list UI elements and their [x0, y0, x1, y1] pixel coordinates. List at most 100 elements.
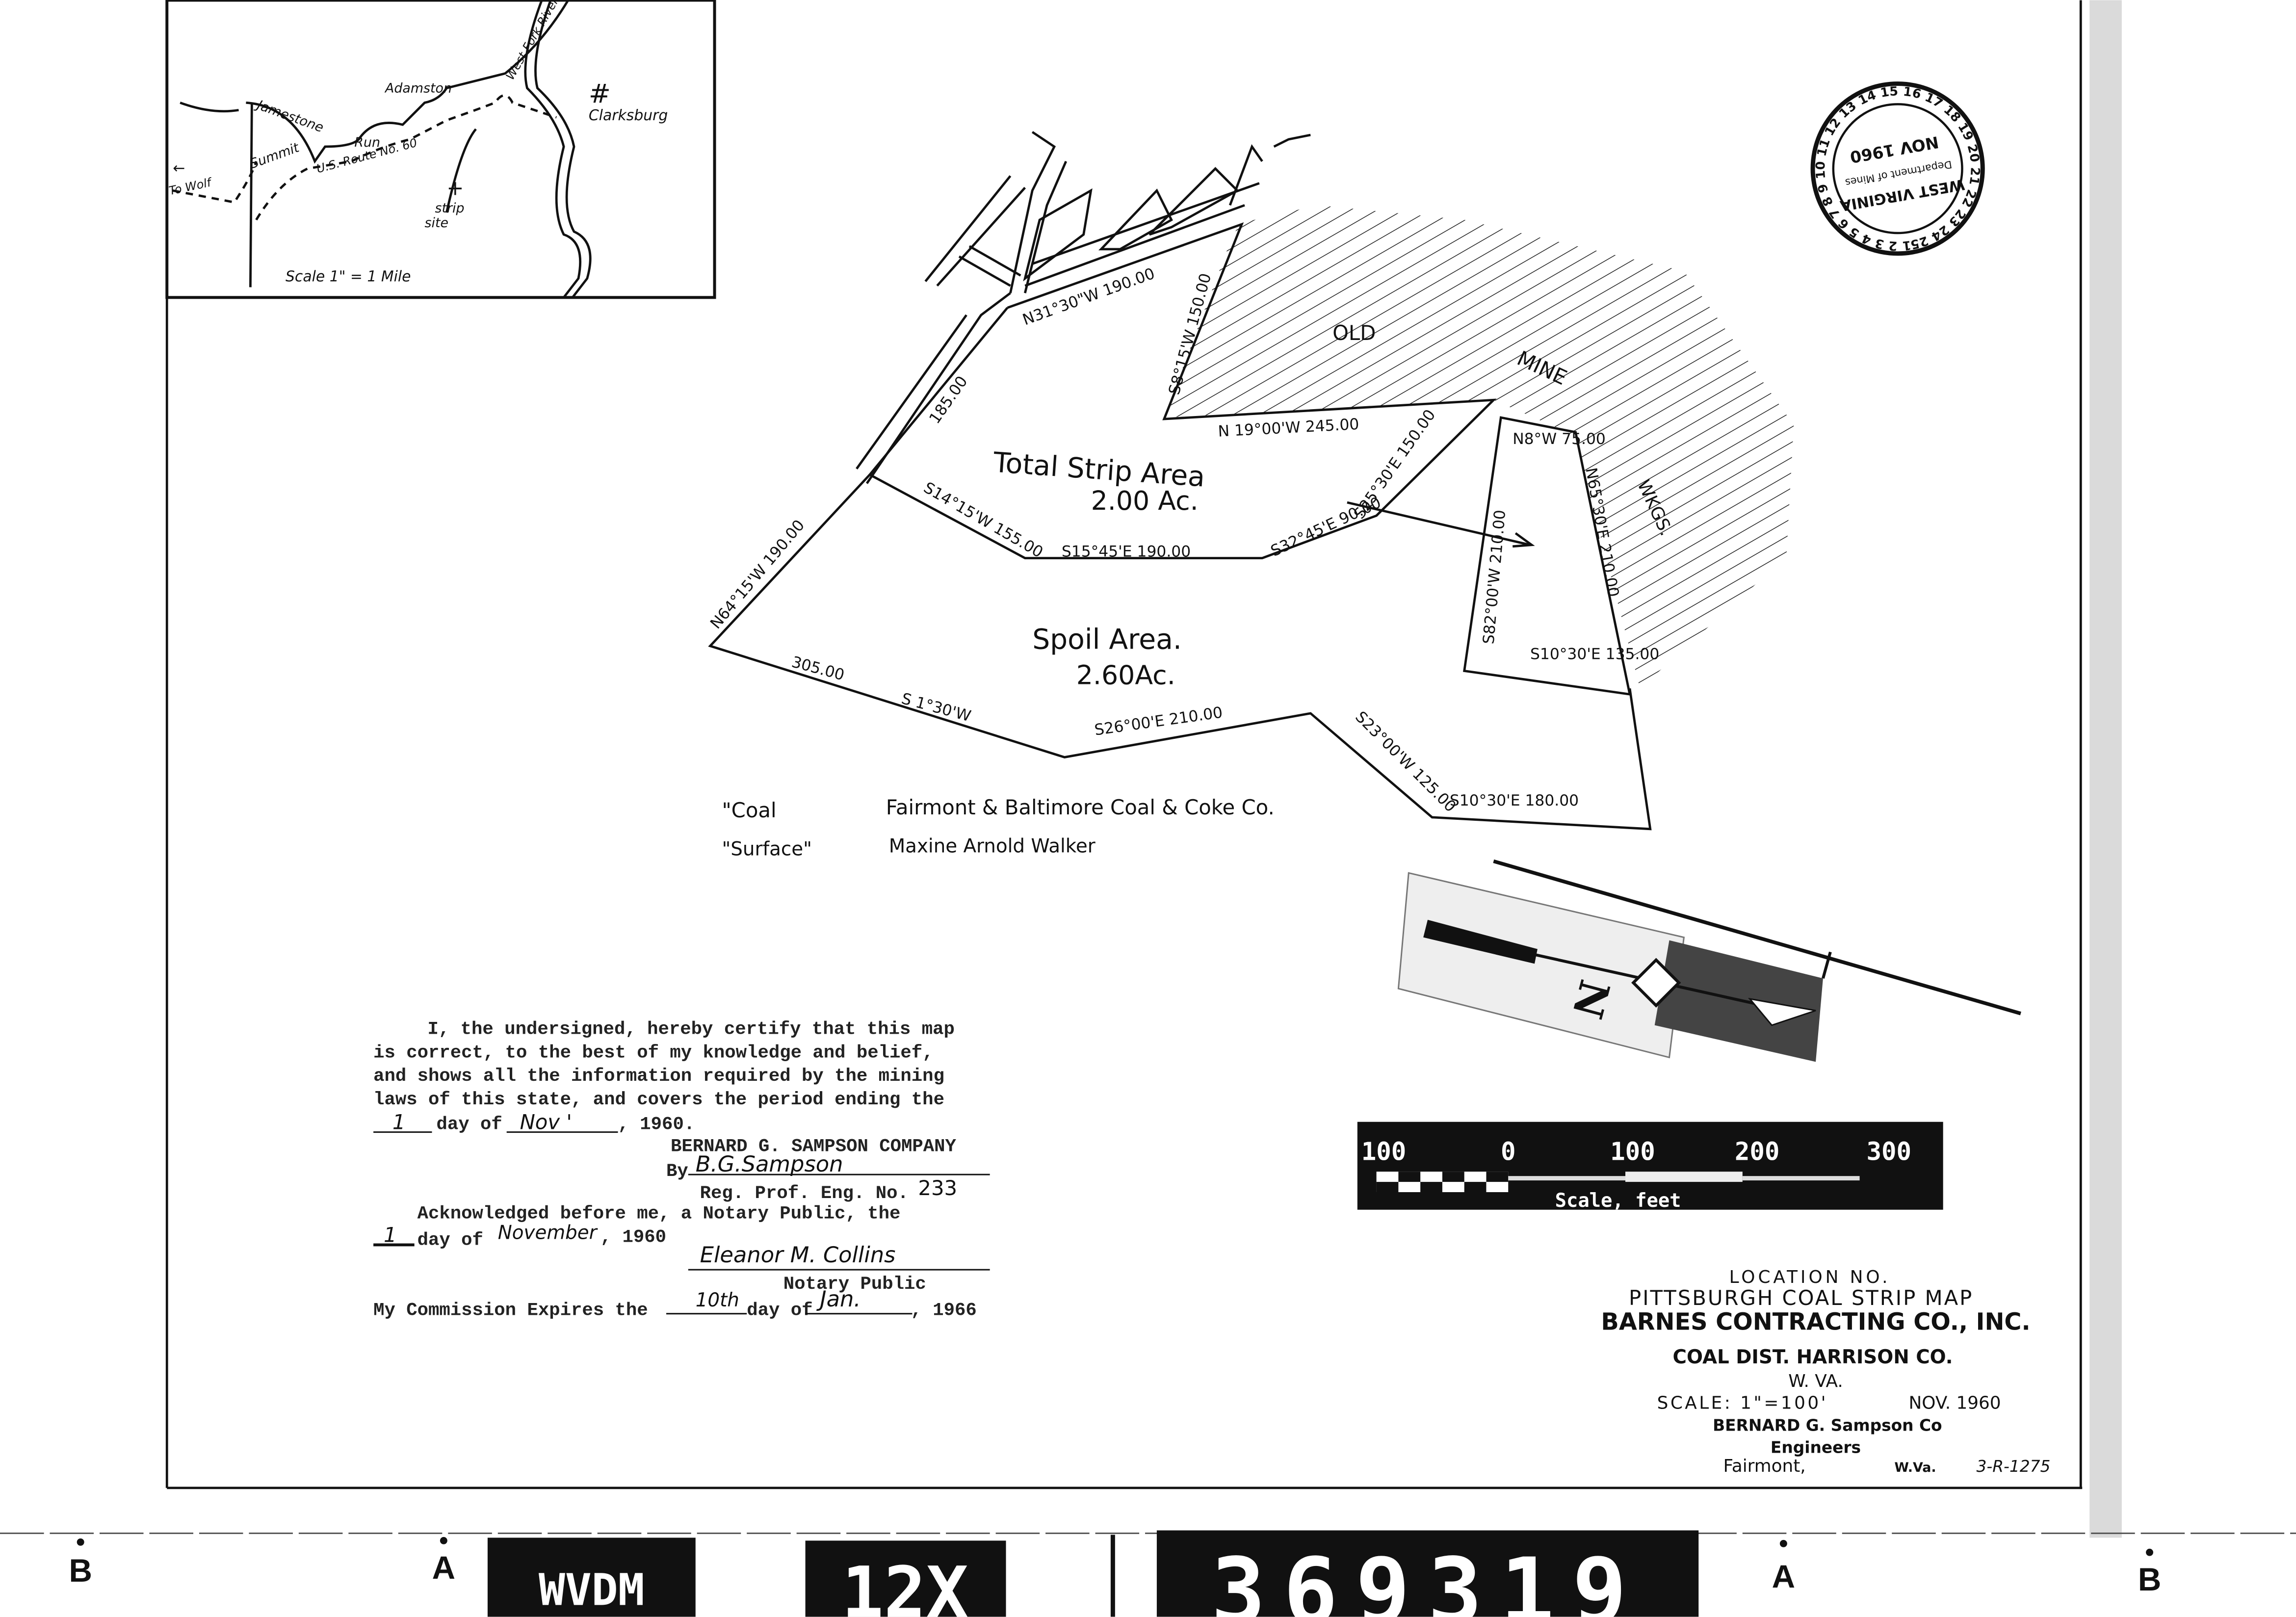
file-number: 3-R-1275 — [1976, 1457, 2050, 1476]
archive-box — [487, 1538, 696, 1617]
total-strip-area-value: 2.00 Ac. — [1091, 485, 1199, 516]
engineer-firm: BERNARD G. Sampson Co — [1713, 1416, 1942, 1434]
place-strip: strip — [435, 201, 464, 216]
strip-area-boundary — [868, 222, 1497, 560]
ack-month: November — [498, 1222, 598, 1244]
city: Fairmont, — [1723, 1456, 1805, 1476]
town-hash-icon: # — [589, 78, 611, 109]
spoil-area-value: 2.60Ac. — [1076, 659, 1175, 690]
inset-location-map: + Jamestone Summit Run U.S. Route No. 60… — [165, 0, 716, 299]
scale-tick-label: 100 — [1610, 1137, 1655, 1166]
reduction-ratio: 12X — [841, 1552, 968, 1617]
surface-owner-label: "Surface" — [722, 838, 811, 861]
arrow-left-icon: ← — [173, 160, 185, 177]
edge-mark-a: A — [1772, 1559, 1795, 1594]
streets — [856, 131, 1311, 484]
route-60-path — [255, 94, 557, 221]
place-run: Run — [354, 135, 380, 150]
surface-owner-name: Maxine Arnold Walker — [889, 835, 1096, 858]
north-arrow: N — [1397, 859, 2021, 1062]
coal-owner-name: Fairmont & Baltimore Coal & Coke Co. — [886, 795, 1275, 819]
edge-mark-b: B — [69, 1553, 92, 1589]
commission-year: , 1966 — [911, 1301, 976, 1321]
bearing-label: S10°30'E 135.00 — [1530, 646, 1659, 663]
commission-day: 10th — [696, 1289, 739, 1311]
ack-day-of: day of — [417, 1230, 483, 1251]
bearing-label: N64°15'W 190.00 — [707, 517, 808, 632]
engineers-label: Engineers — [1771, 1438, 1861, 1457]
reg-number: 233 — [918, 1176, 957, 1200]
coal-owner-label: "Coal — [722, 798, 776, 822]
sheet-border — [165, 0, 2122, 1538]
bearing-label: S26°00'E 210.00 — [1094, 704, 1224, 739]
old-mine-workings-hatch — [1164, 205, 1794, 689]
company-name: BARNES CONTRACTING CO., INC. — [1601, 1309, 2030, 1336]
notch-boundary — [1462, 416, 1631, 696]
cert-line: laws of this state, and covers the perio… — [373, 1090, 944, 1110]
scan-edge-noise — [2089, 0, 2122, 1538]
cert-company: BERNARD G. SAMPSON COMPANY — [671, 1136, 957, 1157]
ack-year: , 1960 — [600, 1227, 666, 1248]
frame-number-box — [1156, 1530, 1699, 1617]
ack-day: 1 — [384, 1223, 397, 1247]
bearing-label: S32°45'E 90.00 — [1268, 494, 1384, 560]
engineer-signature: B.G.Sampson — [696, 1151, 843, 1177]
reference-arrow — [1347, 501, 1531, 547]
edge-mark-a: A — [432, 1550, 455, 1586]
cert-year: , 1960. — [618, 1115, 695, 1135]
scale-tick-label: 200 — [1735, 1137, 1780, 1166]
place-clarksburg: Clarksburg — [589, 107, 668, 124]
cert-by: By — [666, 1161, 688, 1182]
spoil-area-boundary — [708, 473, 1652, 831]
bearing-label: S14°15'W 155.00 — [920, 479, 1046, 561]
ack-line: Acknowledged before me, a Notary Public,… — [417, 1204, 901, 1225]
cert-line: is correct, to the best of my knowledge … — [373, 1043, 933, 1063]
district: COAL DIST. HARRISON CO. — [1673, 1346, 1953, 1368]
graphic-scale-bar: 100 0 100 200 300 Scale, feet — [1357, 1121, 1943, 1212]
place-summit: Summit — [248, 140, 302, 172]
bearing-label: S15°45'E 190.00 — [1062, 543, 1191, 561]
title-block: LOCATION NO. PITTSBURGH COAL STRIP MAP B… — [1601, 1267, 2050, 1476]
strip-site-cross: + — [446, 176, 464, 200]
state: W. VA. — [1788, 1371, 1843, 1391]
cert-line: and shows all the information required b… — [373, 1066, 944, 1087]
bearing-label: N8°W 75.00 — [1513, 430, 1606, 448]
scale-caption: Scale, feet — [1555, 1190, 1681, 1212]
frame-number: 369319 — [1211, 1538, 1644, 1617]
bearing-label: S10°30'E 180.00 — [1450, 792, 1579, 809]
archive-code: WVDM — [539, 1565, 645, 1616]
place-west-fork-river: West Fork River — [503, 0, 562, 82]
notary-signature: Eleanor M. Collins — [700, 1242, 896, 1268]
north-line — [249, 103, 253, 287]
bearing-label: N 19°00'W 245.00 — [1218, 416, 1359, 441]
cert-line: I, the undersigned, hereby certify that … — [428, 1019, 955, 1040]
scale-tick-label: 100 — [1361, 1137, 1407, 1166]
cert-day: 1 — [392, 1110, 406, 1134]
map-title: PITTSBURGH COAL STRIP MAP — [1629, 1286, 1973, 1310]
surveyor-certification: I, the undersigned, hereby certify that … — [373, 1019, 990, 1321]
map-scale: SCALE: 1"=100' — [1657, 1393, 1828, 1413]
jamestone-run-path — [246, 0, 570, 164]
reg-label: Reg. Prof. Eng. No. — [700, 1183, 909, 1204]
scale-tick-label: 300 — [1866, 1137, 1911, 1166]
cert-day-of: day of — [436, 1115, 502, 1135]
old-mine-label: OLD — [1332, 321, 1376, 345]
commission-label: My Commission Expires the — [373, 1301, 648, 1321]
spoil-area-label: Spoil Area. — [1032, 624, 1182, 656]
inset-scale: Scale 1" = 1 Mile — [286, 268, 411, 286]
location-number: LOCATION NO. — [1729, 1267, 1891, 1287]
city-state: W.Va. — [1894, 1460, 1936, 1475]
stamp-date: NOV 1960 — [1849, 132, 1940, 166]
notary-label: Notary Public — [783, 1274, 926, 1295]
west-fork-river — [524, 0, 582, 298]
bearing-label: S 1°30'W — [900, 690, 973, 725]
place-site: site — [425, 215, 449, 231]
commission-month: Jan. — [816, 1286, 861, 1312]
department-of-mines-stamp: WEST VIRGINIA Department of Mines NOV 19… — [1799, 0, 2296, 361]
plat-drawing: Total Strip Area 2.00 Ac. Spoil Area. 2.… — [707, 131, 1794, 861]
place-adamston: Adamston — [384, 80, 452, 96]
commission-day-of: day of — [747, 1301, 812, 1321]
map-date: NOV. 1960 — [1909, 1393, 2001, 1413]
scale-tick-label: 0 — [1501, 1137, 1516, 1166]
